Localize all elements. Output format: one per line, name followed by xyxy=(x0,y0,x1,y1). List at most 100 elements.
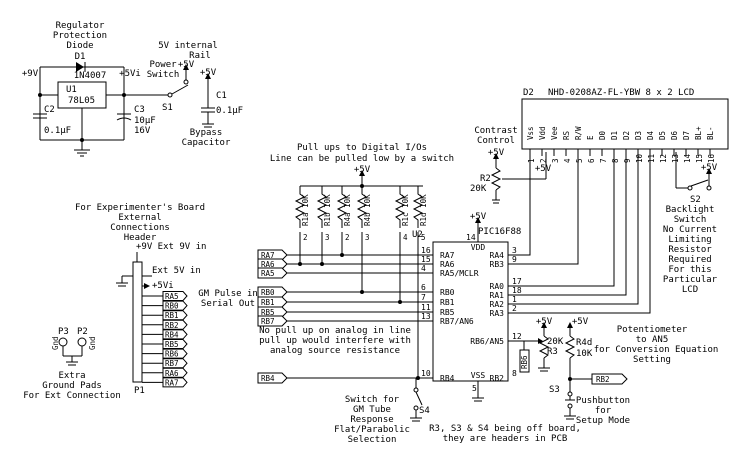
bypass-section: +5V C1 0.1µF Bypass Capacitor xyxy=(182,68,243,148)
lcd-bus-wire xyxy=(525,156,531,256)
pullup-resistor xyxy=(336,186,348,228)
lcd-pin-label: D6 xyxy=(670,130,679,140)
lcd-ref: D2 xyxy=(523,88,534,98)
regulator-title-2: Protection xyxy=(53,31,107,41)
mcu-left-pin-number: 10 xyxy=(421,369,431,378)
header-title-3: Connections xyxy=(110,223,170,233)
pad-p3 xyxy=(58,337,68,347)
ground-pads-label-1: Extra xyxy=(58,371,85,381)
pushbutton-note-2: for xyxy=(595,406,612,416)
header-pin-label: RA7 xyxy=(165,378,179,387)
r3-ref: R3 xyxy=(547,347,558,357)
c1-value: 0.1µF xyxy=(216,106,243,116)
pushbutton-note-3: Setup Mode xyxy=(576,416,630,426)
lcd-vdd-supply: +5V xyxy=(535,164,552,174)
port-flag xyxy=(257,267,288,279)
header-pin-label: RB0 xyxy=(165,302,179,311)
pad-p2 xyxy=(77,337,87,347)
pullup-section: Pull ups to Digital I/Os Line can be pul… xyxy=(270,143,454,242)
s4-ref: S4 xyxy=(419,406,430,416)
power-switch-label-3: Power xyxy=(149,60,177,70)
backlight-note-line: Resistor xyxy=(668,245,712,255)
bypass-label-2: Capacitor xyxy=(182,138,231,148)
mcu-left-pin-label: RB0 xyxy=(440,288,455,297)
gm-pulse-label-1: GM Pulse in xyxy=(198,289,258,299)
s2-ref: S2 xyxy=(690,195,701,205)
r4-ref: R4d xyxy=(576,338,592,348)
backlight-note-line: Backlight xyxy=(666,205,715,215)
no-pullup-note-1: No pull up on analog in line xyxy=(259,326,411,336)
header-ext5: Ext 5V in xyxy=(152,266,201,276)
header-pin-flag xyxy=(162,319,188,330)
wire-junction xyxy=(320,262,324,266)
header-pin-label: RB7 xyxy=(165,359,179,368)
p2-ref: P2 xyxy=(77,327,88,337)
header-pin-label: RB1 xyxy=(165,311,179,320)
mcu-left-pin-label: RB7/AN6 xyxy=(440,317,474,326)
vout-label: +5Vi xyxy=(119,69,141,79)
header-connector xyxy=(132,261,143,383)
lcd-pin-number: 8 xyxy=(611,158,620,163)
lcd-section: D2 NHD-0208AZ-FL-YBW 8 x 2 LCD Vss1Vdd2V… xyxy=(470,88,729,295)
port-flag xyxy=(257,315,288,327)
mcu-ref: U2 xyxy=(412,230,423,240)
port-flag-label: RB7 xyxy=(261,317,275,326)
lcd-pin-number: 14 xyxy=(683,153,692,163)
s1-ref: S1 xyxy=(162,103,173,113)
lcd-pin-number: 5 xyxy=(575,158,584,163)
mcu-section: U2 PIC16F88 +5V 14 VDD VSS 5 RA716RA615R… xyxy=(412,156,651,402)
lcd-pin-label: Vdd xyxy=(538,126,547,140)
lcd-pin-label: Vee xyxy=(550,126,559,140)
mcu-right-pin-label: RB2 xyxy=(490,374,505,383)
mcu-left-pin-number: 4 xyxy=(421,264,426,273)
power-switch-label-1: 5V internal xyxy=(158,41,218,51)
lcd-pin-label: Vss xyxy=(526,126,535,140)
mcu-right-pin-label: RA2 xyxy=(490,300,505,309)
lcd-pin-number: 3 xyxy=(551,158,560,163)
pullup-pin-number: 5 xyxy=(421,233,426,242)
wire-junction xyxy=(398,300,402,304)
header-pin-flag xyxy=(162,367,188,378)
switch-note-3: Response xyxy=(350,415,393,425)
mcu-left-pin-label: RA7 xyxy=(440,251,455,260)
pullup-title-2: Line can be pulled low by a switch xyxy=(270,154,454,164)
lcd-module xyxy=(521,98,729,150)
switch-note-1: Switch for xyxy=(345,395,400,405)
backlight-note-line: Required xyxy=(668,255,711,265)
mcu-left-pins: RA716RA615RA5/MCLR4RB06RB17RB511RB7/AN61… xyxy=(421,246,479,383)
mcu-left-pin-number: 16 xyxy=(421,246,431,255)
pullup-resistor-label: R1a 10K xyxy=(301,194,310,226)
wire-junction xyxy=(416,376,420,380)
c1-ref: C1 xyxy=(216,91,227,101)
mcu-right-pin-number: 2 xyxy=(512,304,517,313)
port-flag-label: RB0 xyxy=(261,288,275,297)
lcd-pin-label: R/W xyxy=(574,126,583,140)
lcd-pin-number: 16 xyxy=(707,153,716,163)
mcu-right-pin-number: 12 xyxy=(512,332,522,341)
header-pin-flag xyxy=(162,339,188,349)
ground-pads-section: P3 P2 Gnd Gnd Extra Ground Pads For Ext … xyxy=(23,327,121,401)
header-rail: +5Vi xyxy=(152,281,174,291)
header-pin-label: RA6 xyxy=(165,369,179,378)
port-flag xyxy=(257,296,288,308)
no-pullup-note-2: pull up would interfere with xyxy=(259,336,411,346)
pullup-resistor xyxy=(294,186,306,228)
lcd-bus-wire xyxy=(525,156,639,305)
pullup-supply: +5V xyxy=(354,165,371,175)
capacitor-c3 xyxy=(116,113,132,121)
port-flag-label: RB4 xyxy=(261,374,275,383)
r2-ref: R2 xyxy=(480,174,491,184)
lcd-bus-wire xyxy=(525,156,579,265)
lcd-pin-number: 4 xyxy=(563,158,572,163)
r4-supply: +5V xyxy=(572,317,589,327)
regulator-ic-part: 78L05 xyxy=(68,96,95,106)
mcu-left-pin-number: 7 xyxy=(421,293,426,302)
header-title-2: External xyxy=(118,213,161,223)
mcu-left-pin-number: 6 xyxy=(421,283,426,292)
mcu-left-pin-label: RB1 xyxy=(440,298,455,307)
mcu-vss-pin: 5 xyxy=(472,384,477,393)
c3-value-2: 16V xyxy=(134,126,151,136)
regulator-ic-ref: U1 xyxy=(66,85,77,95)
